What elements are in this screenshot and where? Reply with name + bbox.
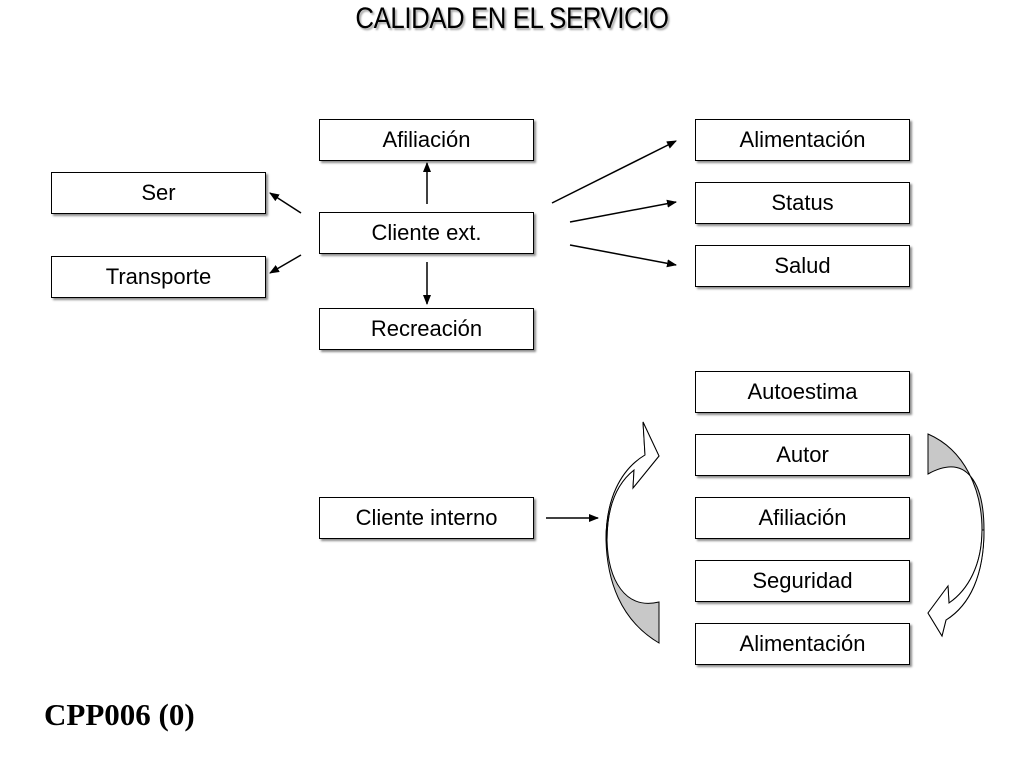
- node-transporte: Transporte: [51, 256, 266, 298]
- node-autor: Autor: [695, 434, 910, 476]
- arrow-to-transporte: [269, 254, 302, 274]
- node-autoestima: Autoestima: [695, 371, 910, 413]
- curved-arrow-up-icon: [605, 421, 660, 644]
- footer-code: CPP006 (0): [44, 697, 195, 732]
- node-afiliacion-int: Afiliación: [695, 497, 910, 539]
- node-alimentacion-ext: Alimentación: [695, 119, 910, 161]
- node-cliente-ext: Cliente ext.: [319, 212, 534, 254]
- node-ser: Ser: [51, 172, 266, 214]
- node-status: Status: [695, 182, 910, 224]
- curved-arrow-down-icon: [927, 433, 985, 638]
- node-afiliacion-ext: Afiliación: [319, 119, 534, 161]
- arrow-to-ser: [269, 192, 302, 214]
- node-recreacion: Recreación: [319, 308, 534, 350]
- arrow-to-status: [569, 199, 677, 223]
- node-cliente-interno: Cliente interno: [319, 497, 534, 539]
- arrow-to-salud: [569, 244, 677, 268]
- arrow-to-alimentacion: [551, 140, 677, 204]
- node-alimentacion-int: Alimentación: [695, 623, 910, 665]
- node-salud: Salud: [695, 245, 910, 287]
- node-seguridad: Seguridad: [695, 560, 910, 602]
- page-title: CALIDAD EN EL SERVICIO: [355, 2, 669, 35]
